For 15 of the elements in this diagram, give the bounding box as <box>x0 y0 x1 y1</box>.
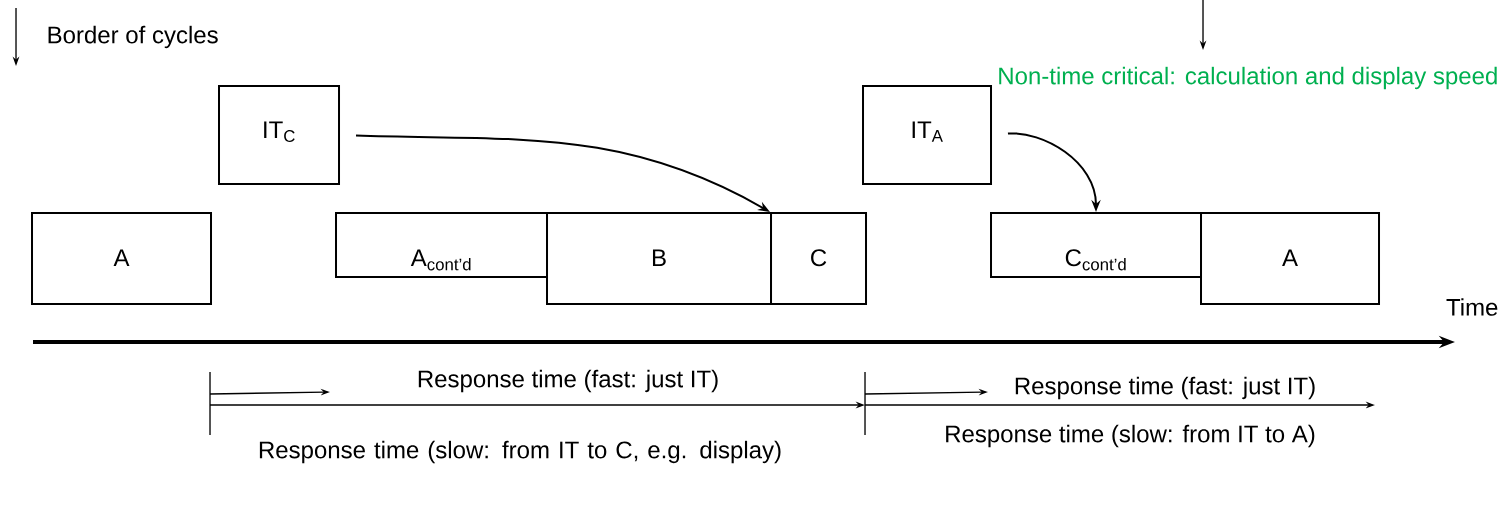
note-text: Non-time critical: calculation and display speed <box>999 66 1497 90</box>
task-box: A <box>31 212 212 305</box>
legend-text: Border of cycles <box>48 25 218 49</box>
response-time-label: Response time (slow: from IT to C, e.g. display) <box>259 440 781 464</box>
task-box: C <box>770 212 867 305</box>
interrupt-box: IT$_{A}$ <box>862 85 992 185</box>
task-box: A$_{cont’d}$ <box>335 212 548 278</box>
axis-label: Time <box>1446 298 1498 316</box>
response-time-label: Response time (fast: just IT) <box>1015 376 1315 400</box>
response-time-label: Response time (fast: just IT) <box>418 369 718 393</box>
interrupt-box: IT$_{C}$ <box>218 85 340 185</box>
task-box: A <box>1200 212 1380 305</box>
response-time-label: Response time (slow: from IT to A) <box>946 424 1315 448</box>
task-box: B <box>546 212 772 305</box>
task-box: C$_{cont’d}$ <box>990 212 1202 278</box>
